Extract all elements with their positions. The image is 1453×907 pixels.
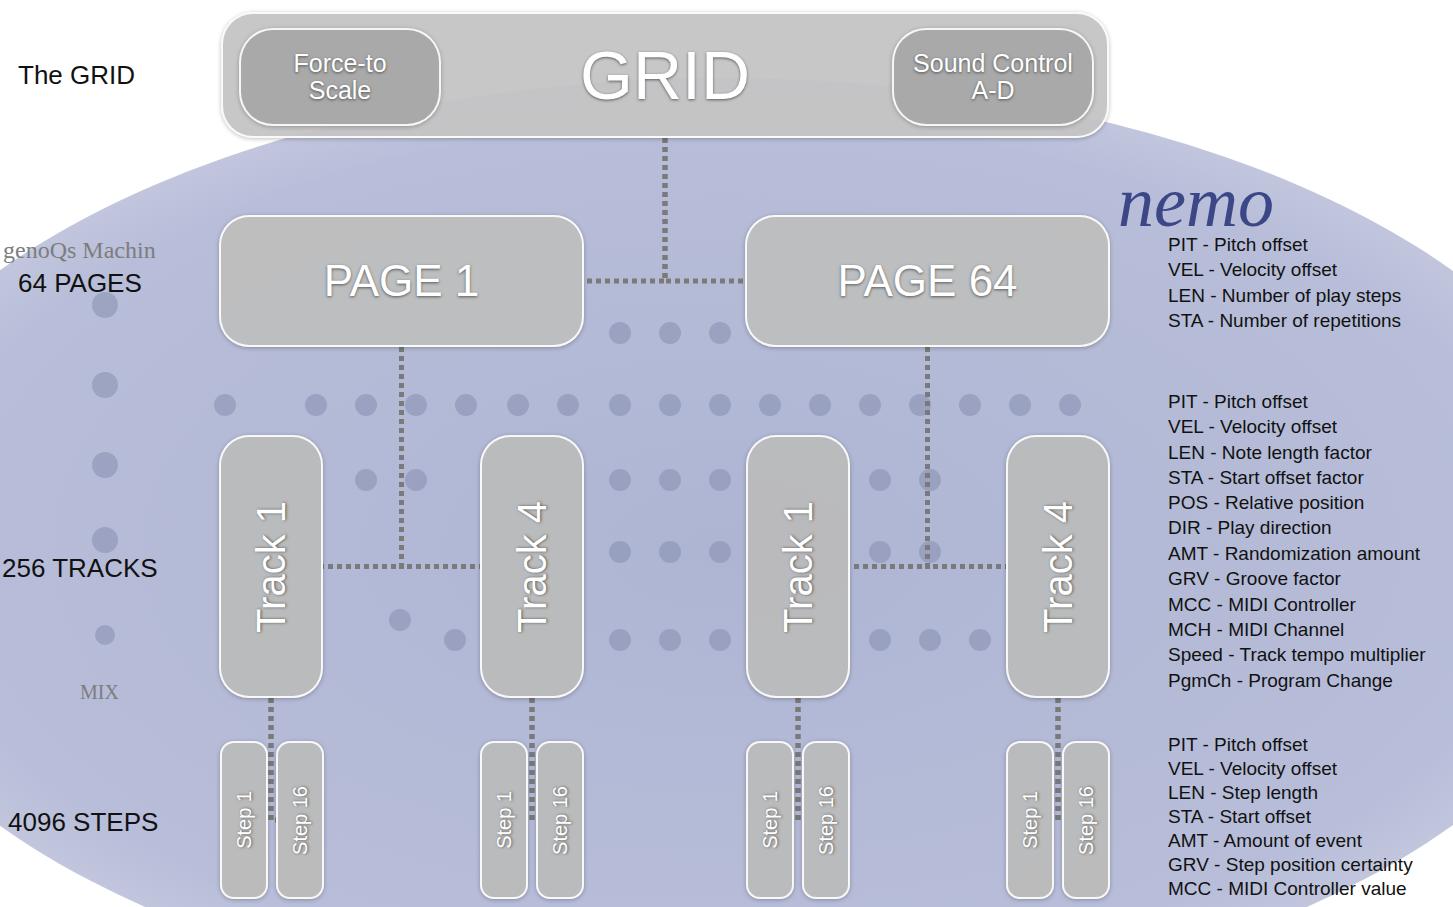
step-box: Step 1 xyxy=(220,741,268,899)
node-label: Step 1 xyxy=(759,791,781,849)
parameter-label: STA - Start offset factor xyxy=(1168,467,1364,490)
node-label: PAGE 64 xyxy=(837,257,1017,305)
node-label: Track 4 xyxy=(1036,501,1080,633)
page-box: PAGE 1 xyxy=(219,215,584,347)
parameter-label: PgmCh - Program Change xyxy=(1168,670,1393,693)
dotted-connector xyxy=(928,347,1007,567)
node-label: Step 1 xyxy=(233,791,255,849)
node-label: Track 1 xyxy=(776,501,820,633)
dotted-connector xyxy=(402,347,481,567)
parameter-label: LEN - Note length factor xyxy=(1168,442,1372,465)
step-box: Step 16 xyxy=(536,741,584,899)
parameter-label: MCC - MIDI Controller value xyxy=(1168,878,1407,901)
parameter-label: VEL - Velocity offset xyxy=(1168,758,1337,781)
parameter-label: AMT - Randomization amount xyxy=(1168,543,1420,566)
grid-option-box: Sound Control A-D xyxy=(892,28,1094,126)
level-label: 4096 STEPS xyxy=(8,807,158,838)
track-box: Track 1 xyxy=(746,435,850,698)
parameter-label: MCH - MIDI Channel xyxy=(1168,619,1344,642)
node-label: Step 16 xyxy=(1075,786,1097,855)
dotted-connector xyxy=(850,347,928,567)
parameter-label: VEL - Velocity offset xyxy=(1168,259,1337,282)
node-label: Step 1 xyxy=(493,791,515,849)
parameter-label: AMT - Amount of event xyxy=(1168,830,1362,853)
node-label: PAGE 1 xyxy=(324,257,480,305)
parameter-label: VEL - Velocity offset xyxy=(1168,416,1337,439)
parameter-label: PIT - Pitch offset xyxy=(1168,391,1308,414)
level-label: The GRID xyxy=(18,60,135,91)
track-box: Track 4 xyxy=(1006,435,1110,698)
track-box: Track 4 xyxy=(480,435,584,698)
node-label: Force-to Scale xyxy=(274,50,406,105)
dotted-connector xyxy=(665,138,745,281)
grid-box: GRID Force-to Scale Sound Control A-D xyxy=(221,12,1109,138)
node-label: Track 1 xyxy=(249,501,293,633)
step-box: Step 1 xyxy=(746,741,794,899)
parameter-label: GRV - Groove factor xyxy=(1168,568,1341,591)
node-label: Step 16 xyxy=(289,786,311,855)
watermark-text: MIX xyxy=(80,680,119,704)
parameter-label: PIT - Pitch offset xyxy=(1168,734,1308,757)
step-box: Step 16 xyxy=(1062,741,1110,899)
level-label: 256 TRACKS xyxy=(2,553,158,584)
node-label: GRID xyxy=(580,38,750,113)
parameter-label: Speed - Track tempo multiplier xyxy=(1168,644,1426,667)
watermark-text: nemo xyxy=(1118,166,1274,238)
parameter-label: STA - Number of repetitions xyxy=(1168,310,1401,333)
step-box: Step 16 xyxy=(802,741,850,899)
step-box: Step 1 xyxy=(480,741,528,899)
dotted-connector xyxy=(323,347,402,567)
node-label: Step 16 xyxy=(549,786,571,855)
parameter-label: LEN - Number of play steps xyxy=(1168,285,1401,308)
watermark-text: genoQs Machin xyxy=(3,236,156,265)
parameter-label: LEN - Step length xyxy=(1168,782,1318,805)
level-label: 64 PAGES xyxy=(18,268,142,299)
node-label: Step 16 xyxy=(815,786,837,855)
parameter-label: POS - Relative position xyxy=(1168,492,1364,515)
node-label: Step 1 xyxy=(1019,791,1041,849)
device-oval xyxy=(0,78,1453,907)
parameter-label: DIR - Play direction xyxy=(1168,517,1332,540)
node-label: Track 4 xyxy=(510,501,554,633)
node-label: Sound Control A-D xyxy=(911,50,1076,105)
step-box: Step 16 xyxy=(276,741,324,899)
page-box: PAGE 64 xyxy=(745,215,1110,347)
step-box: Step 1 xyxy=(1006,741,1054,899)
parameter-label: STA - Start offset xyxy=(1168,806,1311,829)
grid-option-box: Force-to Scale xyxy=(239,28,441,126)
parameter-label: MCC - MIDI Controller xyxy=(1168,594,1356,617)
dotted-connector xyxy=(584,138,665,281)
parameter-label: GRV - Step position certainty xyxy=(1168,854,1413,877)
track-box: Track 1 xyxy=(219,435,323,698)
